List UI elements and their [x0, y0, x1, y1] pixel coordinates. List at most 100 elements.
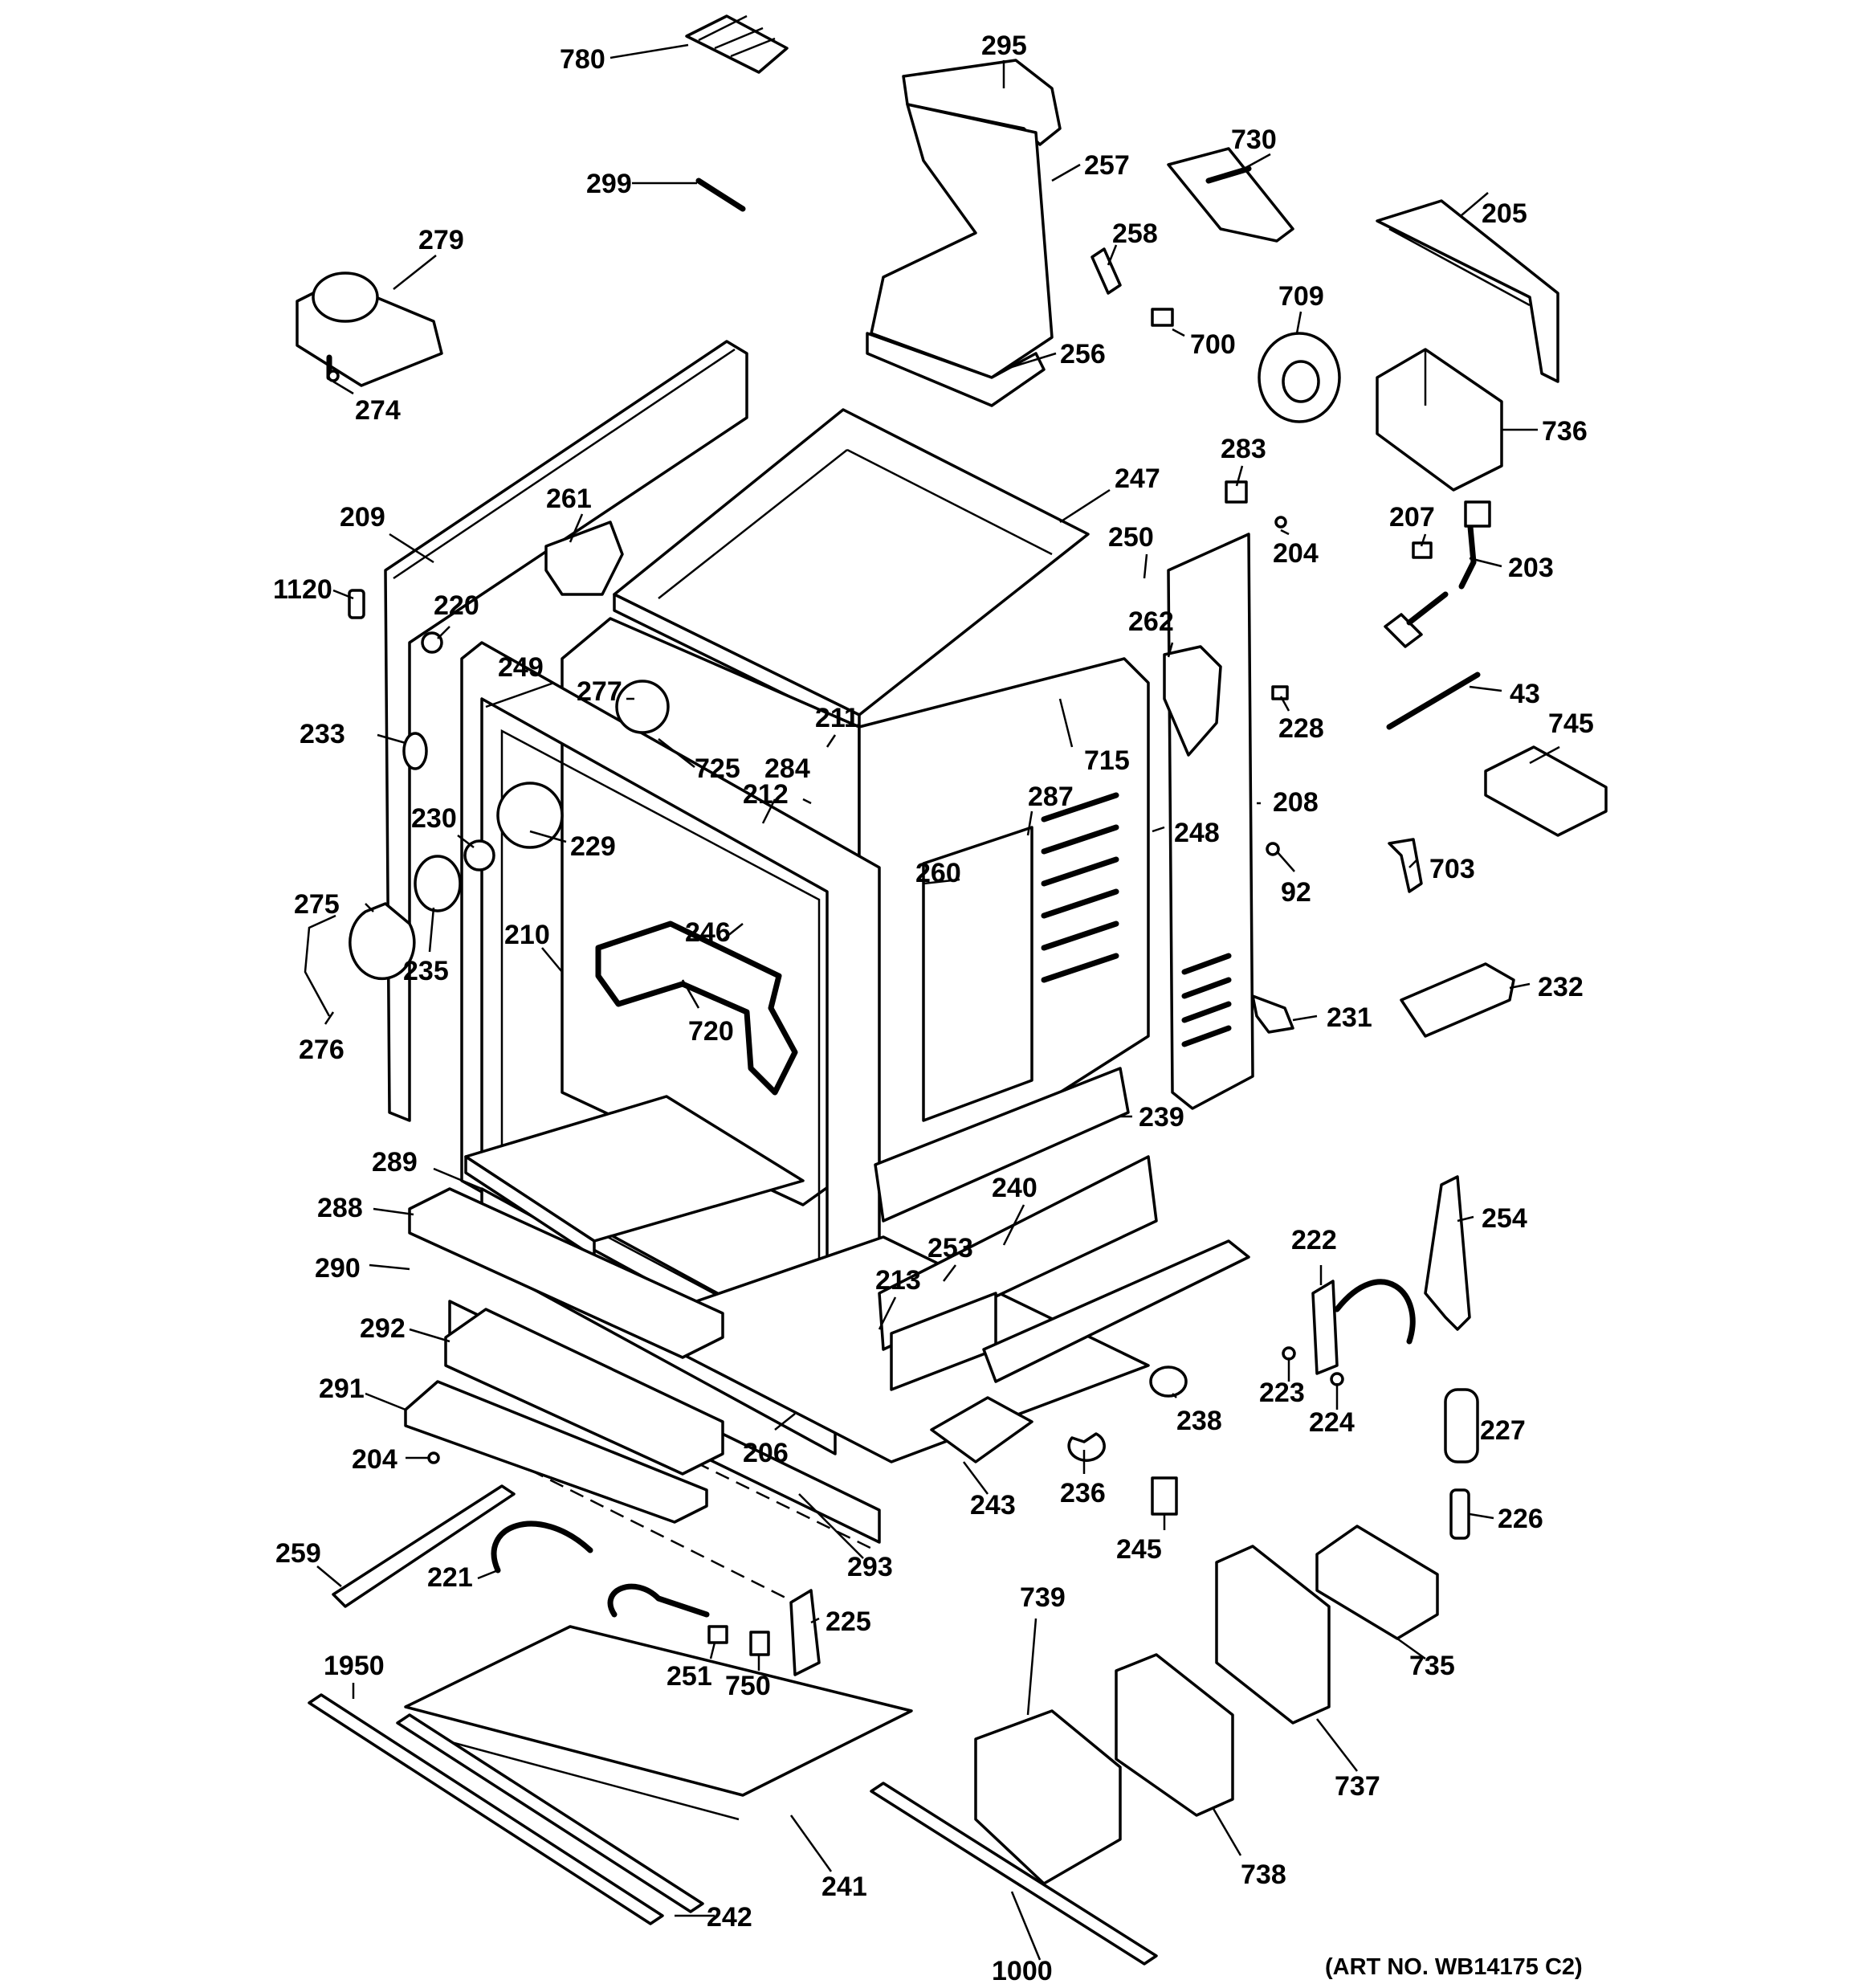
callout: 739 [1020, 1582, 1066, 1613]
callout: 738 [1241, 1859, 1286, 1890]
callout: 246 [685, 917, 731, 948]
part-739 [974, 1709, 1122, 1885]
callout: 249 [498, 652, 544, 683]
callout: 251 [667, 1661, 712, 1692]
part-737 [1215, 1545, 1331, 1725]
part-43 [1386, 672, 1481, 730]
callout: 736 [1542, 416, 1588, 447]
part-291 [404, 1380, 708, 1524]
part-plug [1384, 613, 1423, 648]
callout: 275 [294, 889, 340, 920]
part-229 [496, 782, 564, 849]
callout: 700 [1190, 329, 1236, 360]
callout: 258 [1112, 218, 1158, 249]
callout: 92 [1281, 877, 1311, 908]
part-738 [1115, 1653, 1234, 1817]
part-205 [1376, 199, 1559, 383]
callout: 243 [970, 1490, 1016, 1521]
callout: 206 [743, 1438, 789, 1468]
part-bake-wire [607, 1583, 710, 1618]
part-703 [1388, 838, 1423, 893]
callout: 233 [300, 719, 345, 749]
side-panel-left [384, 340, 748, 1122]
callout: 730 [1231, 125, 1277, 155]
part-745 [1484, 745, 1608, 837]
callout: 208 [1273, 787, 1319, 818]
callout: 224 [1309, 1407, 1355, 1438]
callout: 284 [764, 753, 810, 784]
part-204-top [1274, 516, 1287, 529]
callout: 229 [570, 831, 616, 862]
callout: 780 [560, 44, 605, 75]
part-burner-rail [982, 1239, 1250, 1383]
part-236 [1067, 1432, 1106, 1462]
part-226 [1449, 1488, 1470, 1540]
part-238 [1149, 1365, 1188, 1398]
part-232 [1400, 962, 1515, 1038]
callout: 212 [743, 779, 789, 810]
callout: 235 [403, 956, 449, 986]
callout: 293 [847, 1552, 893, 1582]
callout: 735 [1409, 1651, 1455, 1681]
callout: 274 [355, 395, 401, 426]
part-1120 [348, 589, 365, 619]
callout: 220 [434, 590, 479, 621]
callout: 725 [695, 753, 740, 784]
part-276 [304, 914, 336, 1017]
part-231 [1251, 994, 1294, 1034]
part-220 [421, 631, 443, 654]
callout: 1120 [273, 574, 332, 605]
part-292 [444, 1308, 724, 1476]
callout: 709 [1278, 281, 1324, 312]
callout: 295 [981, 31, 1027, 61]
part-204-bottom [427, 1451, 440, 1464]
callout: 231 [1327, 1002, 1372, 1033]
callout: 288 [317, 1193, 363, 1223]
part-203 [1458, 515, 1477, 590]
callout: 223 [1259, 1378, 1305, 1408]
part-730 [1167, 147, 1294, 243]
part-251 [707, 1625, 728, 1644]
part-277 [615, 680, 670, 734]
art-number: (ART NO. WB14175 C2) [1325, 1954, 1583, 1980]
callout: 204 [352, 1444, 397, 1475]
callout: 228 [1278, 713, 1324, 744]
part-275 [349, 902, 416, 981]
part-203-plug [1464, 500, 1491, 528]
part-235 [414, 855, 462, 912]
part-245 [1151, 1476, 1178, 1516]
callout: 737 [1335, 1771, 1380, 1802]
callout: 1000 [992, 1956, 1053, 1986]
callout: 254 [1482, 1203, 1527, 1234]
callout: 245 [1116, 1534, 1162, 1565]
part-262 [1163, 645, 1222, 757]
callout: 203 [1508, 553, 1554, 583]
callout: 236 [1060, 1478, 1106, 1508]
callout: 241 [821, 1872, 867, 1902]
part-254 [1424, 1175, 1471, 1331]
part-230 [463, 839, 495, 872]
callout: 207 [1389, 502, 1435, 533]
small-parts-top [296, 14, 1559, 492]
callout: 204 [1273, 538, 1319, 569]
callout: 703 [1429, 854, 1475, 884]
callout: 230 [411, 803, 457, 834]
callout: 299 [586, 169, 632, 199]
callout: 277 [577, 676, 622, 707]
callout: 227 [1480, 1415, 1526, 1446]
callout: 287 [1028, 782, 1074, 812]
bake-element [595, 921, 798, 1096]
callout: 290 [315, 1253, 361, 1284]
callout: 1950 [324, 1651, 385, 1681]
callout: 257 [1084, 150, 1130, 181]
part-224 [1330, 1372, 1344, 1386]
callout: 211 [815, 703, 859, 733]
callout: 225 [826, 1606, 871, 1637]
small-parts-left [304, 520, 670, 1017]
callout: 210 [504, 920, 550, 950]
callout: 261 [546, 484, 592, 514]
part-225 [789, 1589, 821, 1676]
lower-parts [308, 1187, 1439, 1966]
callout: 239 [1139, 1102, 1184, 1133]
